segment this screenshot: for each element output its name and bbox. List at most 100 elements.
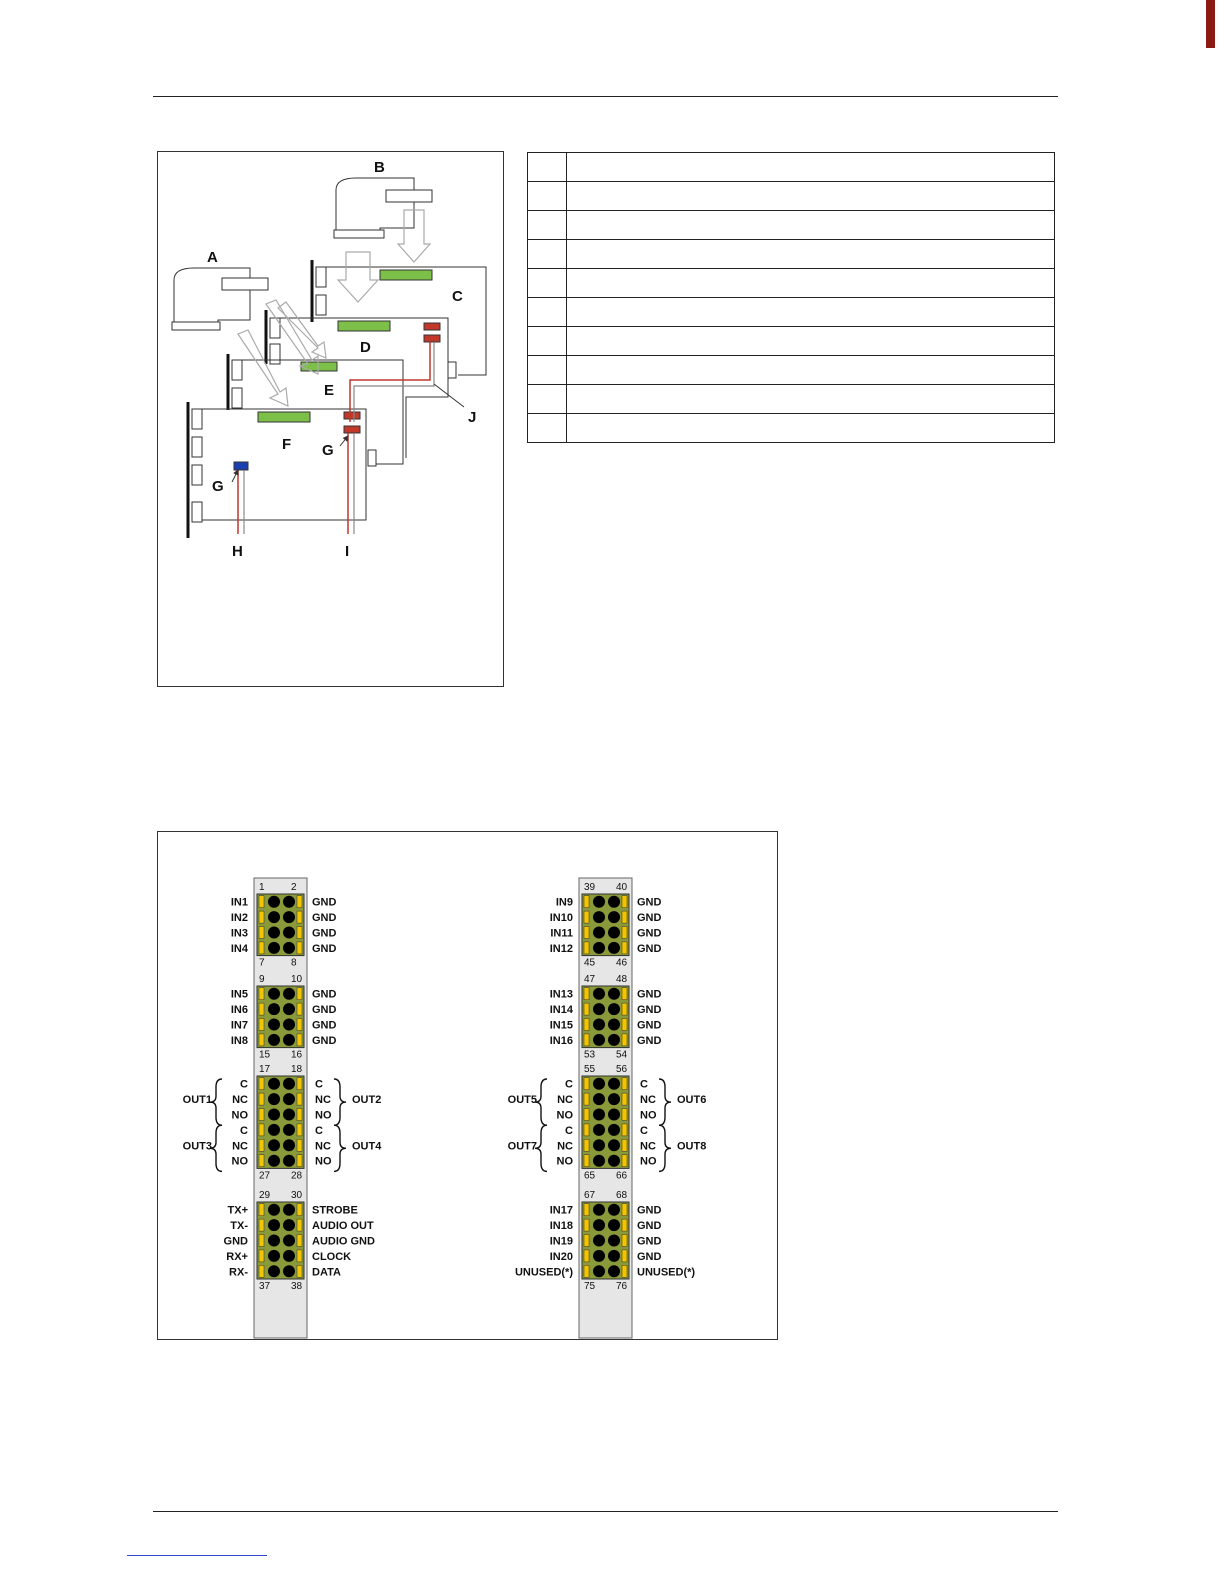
release-tab[interactable] (296, 1265, 303, 1278)
screw-terminal[interactable] (268, 895, 280, 908)
screw-terminal[interactable] (593, 1249, 605, 1262)
release-tab[interactable] (621, 941, 628, 955)
screw-terminal[interactable] (608, 1139, 620, 1152)
screw-terminal[interactable] (608, 987, 620, 1000)
screw-terminal[interactable] (608, 1077, 620, 1090)
screw-terminal[interactable] (268, 926, 280, 939)
release-tab[interactable] (296, 1002, 303, 1016)
screw-terminal[interactable] (268, 1219, 280, 1232)
release-tab[interactable] (296, 910, 303, 924)
release-tab[interactable] (583, 1154, 590, 1167)
release-tab[interactable] (296, 926, 303, 939)
screw-terminal[interactable] (608, 895, 620, 908)
release-tab[interactable] (583, 926, 590, 939)
release-tab[interactable] (621, 1249, 628, 1263)
release-tab[interactable] (621, 895, 628, 908)
release-tab[interactable] (621, 1265, 628, 1278)
screw-terminal[interactable] (593, 1203, 605, 1216)
release-tab[interactable] (258, 1234, 265, 1247)
screw-terminal[interactable] (593, 911, 605, 924)
screw-terminal[interactable] (268, 1108, 280, 1121)
connector-b[interactable] (333, 177, 433, 239)
screw-terminal[interactable] (283, 1123, 295, 1136)
release-tab[interactable] (258, 1265, 265, 1278)
release-tab[interactable] (621, 1139, 628, 1152)
screw-terminal[interactable] (608, 1003, 620, 1016)
release-tab[interactable] (258, 1203, 265, 1216)
release-tab[interactable] (258, 1218, 265, 1232)
release-tab[interactable] (621, 1154, 628, 1167)
screw-terminal[interactable] (268, 1033, 280, 1046)
screw-terminal[interactable] (608, 1123, 620, 1136)
release-tab[interactable] (296, 1033, 303, 1047)
screw-terminal[interactable] (283, 1265, 295, 1278)
release-tab[interactable] (583, 1203, 590, 1216)
release-tab[interactable] (583, 895, 590, 908)
release-tab[interactable] (621, 1234, 628, 1247)
screw-terminal[interactable] (593, 1265, 605, 1278)
release-tab[interactable] (258, 1002, 265, 1016)
release-tab[interactable] (621, 910, 628, 924)
screw-terminal[interactable] (268, 1234, 280, 1247)
screw-terminal[interactable] (283, 1234, 295, 1247)
screw-terminal[interactable] (593, 1093, 605, 1106)
release-tab[interactable] (296, 1077, 303, 1090)
screw-terminal[interactable] (268, 1003, 280, 1016)
screw-terminal[interactable] (608, 1265, 620, 1278)
screw-terminal[interactable] (268, 1093, 280, 1106)
screw-terminal[interactable] (283, 1033, 295, 1046)
screw-terminal[interactable] (608, 1249, 620, 1262)
release-tab[interactable] (583, 987, 590, 1000)
screw-terminal[interactable] (268, 1265, 280, 1278)
screw-terminal[interactable] (283, 1154, 295, 1167)
release-tab[interactable] (621, 1218, 628, 1232)
release-tab[interactable] (583, 1218, 590, 1232)
release-tab[interactable] (621, 926, 628, 939)
release-tab[interactable] (296, 1092, 303, 1106)
release-tab[interactable] (258, 1139, 265, 1152)
screw-terminal[interactable] (283, 1018, 295, 1031)
screw-terminal[interactable] (593, 1108, 605, 1121)
screw-terminal[interactable] (283, 987, 295, 1000)
release-tab[interactable] (583, 1265, 590, 1278)
screw-terminal[interactable] (268, 1123, 280, 1136)
release-tab[interactable] (621, 1092, 628, 1106)
screw-terminal[interactable] (268, 911, 280, 924)
release-tab[interactable] (621, 1002, 628, 1016)
release-tab[interactable] (583, 1092, 590, 1106)
screw-terminal[interactable] (593, 1234, 605, 1247)
release-tab[interactable] (621, 1033, 628, 1047)
screw-terminal[interactable] (608, 911, 620, 924)
release-tab[interactable] (258, 1033, 265, 1047)
screw-terminal[interactable] (283, 1249, 295, 1262)
connector-a[interactable] (171, 267, 269, 331)
release-tab[interactable] (621, 1123, 628, 1137)
release-tab[interactable] (296, 1234, 303, 1247)
screw-terminal[interactable] (593, 1219, 605, 1232)
screw-terminal[interactable] (283, 911, 295, 924)
release-tab[interactable] (583, 1033, 590, 1047)
release-tab[interactable] (583, 1077, 590, 1090)
release-tab[interactable] (583, 1002, 590, 1016)
screw-terminal[interactable] (593, 1077, 605, 1090)
screw-terminal[interactable] (283, 1108, 295, 1121)
release-tab[interactable] (583, 1249, 590, 1263)
release-tab[interactable] (583, 1123, 590, 1137)
screw-terminal[interactable] (608, 1219, 620, 1232)
screw-terminal[interactable] (593, 895, 605, 908)
screw-terminal[interactable] (283, 1093, 295, 1106)
release-tab[interactable] (296, 1249, 303, 1263)
release-tab[interactable] (296, 1108, 303, 1121)
release-tab[interactable] (258, 1249, 265, 1263)
screw-terminal[interactable] (593, 926, 605, 939)
screw-terminal[interactable] (268, 1249, 280, 1262)
release-tab[interactable] (583, 910, 590, 924)
release-tab[interactable] (621, 1018, 628, 1031)
screw-terminal[interactable] (283, 941, 295, 954)
screw-terminal[interactable] (593, 987, 605, 1000)
screw-terminal[interactable] (283, 1003, 295, 1016)
release-tab[interactable] (296, 1154, 303, 1167)
release-tab[interactable] (583, 1108, 590, 1121)
release-tab[interactable] (258, 1018, 265, 1031)
screw-terminal[interactable] (608, 1093, 620, 1106)
